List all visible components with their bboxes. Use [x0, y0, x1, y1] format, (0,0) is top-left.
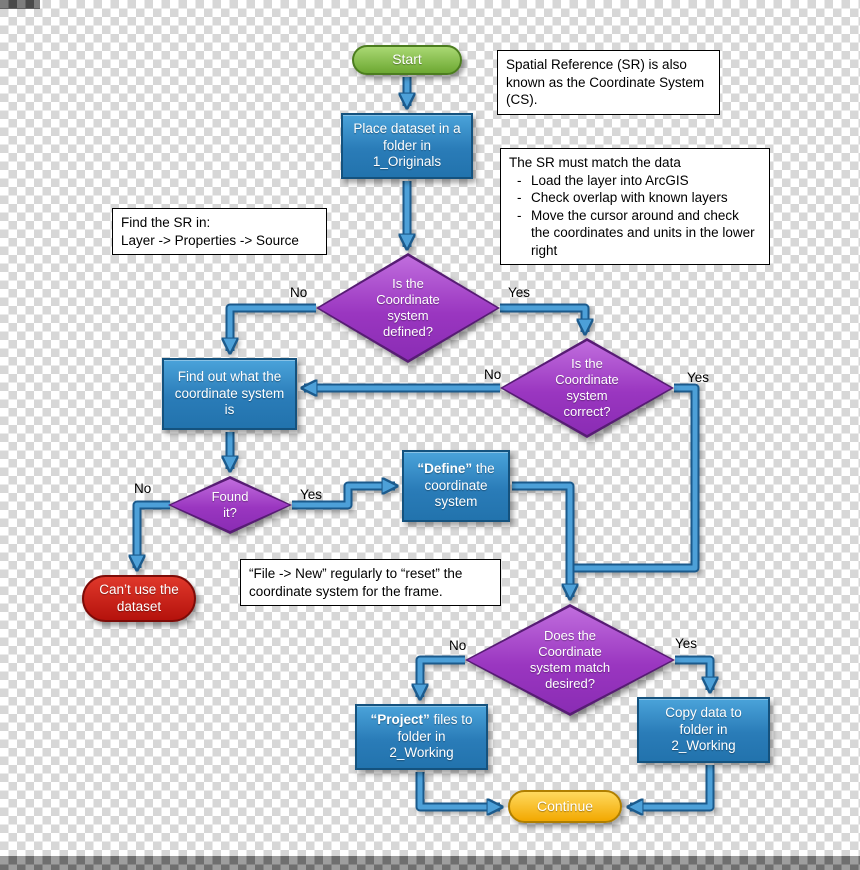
- copy-data-node: Copy data to folder in 2_Working: [637, 697, 770, 763]
- edge-label-match-yes: Yes: [675, 636, 698, 651]
- edge-label-defined-no: No: [290, 285, 308, 300]
- connector-found-no: [137, 500, 170, 568]
- decision-cs-match-label: Does the Coordinate system match desired…: [529, 628, 611, 691]
- start-node: Start: [352, 45, 462, 75]
- bullet-dash: -: [517, 190, 522, 206]
- connector-cs-defined-yes: [500, 303, 585, 332]
- note-sr-item: -Move the cursor around and check the co…: [509, 207, 761, 260]
- continue-node: Continue: [508, 790, 622, 823]
- connector-define-to-cs-match: [512, 481, 570, 597]
- define-node-label-bold: “Define”: [417, 460, 473, 476]
- decision-cs-correct-label: Is the Coordinate system correct?: [555, 356, 619, 419]
- image-edge-artifact-topleft: [0, 0, 40, 9]
- project-node-label-rest: files to folder in 2_Working: [389, 711, 473, 761]
- find-out-node: Find out what the coordinate system is: [162, 358, 297, 430]
- note-file-new: “File -> New” regularly to “reset” the c…: [240, 559, 501, 607]
- bullet-dash: -: [517, 207, 522, 223]
- note-sr-item: -Load the layer into ArcGIS: [509, 172, 761, 190]
- connector-found-yes: [292, 486, 395, 510]
- edge-label-correct-yes: Yes: [687, 370, 710, 385]
- connector-cs-correct-yes: [572, 383, 700, 573]
- edge-label-match-no: No: [449, 638, 467, 653]
- note-sr-item-text: Load the layer into ArcGIS: [531, 172, 689, 188]
- connector-project-to-continue: [415, 772, 500, 807]
- connector-cs-defined-no: [230, 303, 316, 351]
- connector-cs-match-no: [420, 655, 465, 697]
- edge-label-found-yes: Yes: [300, 487, 323, 502]
- note-sr-item-text: Move the cursor around and check the coo…: [531, 207, 755, 258]
- connector-copy-to-continue: [630, 765, 715, 807]
- decision-cs-defined-label: Is the Coordinate system defined?: [376, 276, 440, 339]
- decision-cs-defined: Is the Coordinate system defined?: [316, 253, 500, 363]
- note-spatial-reference: Spatial Reference (SR) is also known as …: [497, 50, 720, 115]
- place-dataset-node: Place dataset in a folder in 1_Originals: [341, 113, 473, 179]
- bullet-dash: -: [517, 172, 522, 188]
- project-node-label: “Project” files to folder in 2_Working: [370, 712, 472, 763]
- cant-use-node: Can’t use the dataset: [82, 575, 196, 622]
- note-sr-item: -Check overlap with known layers: [509, 189, 761, 207]
- define-node-label: “Define” the coordinate system: [417, 461, 494, 512]
- define-node: “Define” the coordinate system: [402, 450, 510, 522]
- note-sr-item-text: Check overlap with known layers: [531, 190, 728, 206]
- decision-cs-correct: Is the Coordinate system correct?: [500, 338, 674, 438]
- connector-cs-match-yes: [675, 655, 710, 690]
- project-node-label-bold: “Project”: [370, 711, 430, 727]
- decision-found-it-label: Found it?: [211, 489, 249, 520]
- edge-label-correct-no: No: [484, 367, 502, 382]
- note-sr-must-match-title: The SR must match the data: [509, 155, 681, 170]
- image-edge-artifact-bottom: [0, 856, 860, 870]
- note-sr-must-match: The SR must match the data -Load the lay…: [500, 148, 770, 266]
- decision-found-it: Found it?: [168, 476, 292, 534]
- define-node-label-rest: the coordinate system: [424, 460, 495, 510]
- project-node: “Project” files to folder in 2_Working: [355, 704, 488, 770]
- note-find-sr: Find the SR in: Layer -> Properties -> S…: [112, 208, 327, 256]
- edge-label-found-no: No: [134, 481, 152, 496]
- edge-label-defined-yes: Yes: [508, 285, 531, 300]
